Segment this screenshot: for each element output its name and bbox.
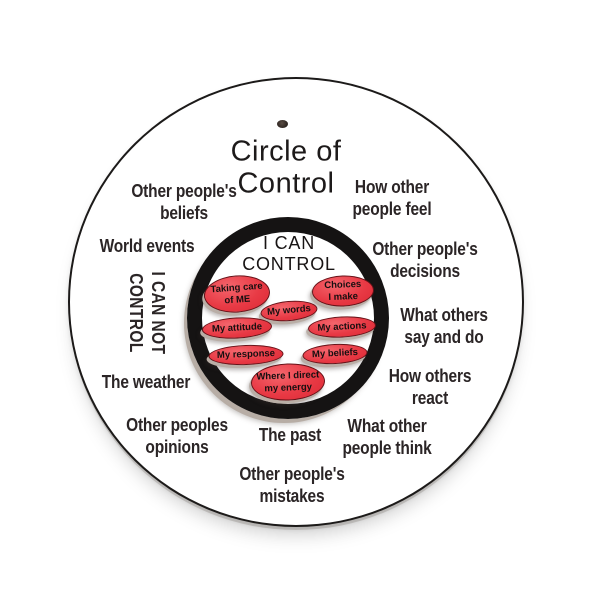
- label-other-peoples-beliefs: Other people's beliefs: [131, 181, 237, 223]
- label-other-peoples-mistakes: Other people's mistakes: [239, 464, 345, 506]
- board-title: Circle of Control: [230, 135, 342, 200]
- label-how-others-react: How others react: [388, 366, 472, 408]
- label-world-events: World events: [99, 236, 195, 257]
- label-the-past: The past: [258, 425, 322, 446]
- label-i-can-not-control: I CAN NOT CONTROL: [126, 271, 168, 355]
- label-how-other-people-feel: How other people feel: [352, 177, 432, 219]
- label-the-weather: The weather: [101, 372, 191, 393]
- inner-circle-heading: I CAN CONTROL: [242, 232, 336, 274]
- label-other-peoples-opinions: Other peoples opinions: [126, 415, 228, 457]
- label-what-other-people-think: What other people think: [342, 416, 432, 458]
- hanging-hole: [277, 120, 288, 128]
- label-what-others-say-and-do: What others say and do: [400, 305, 488, 347]
- label-other-peoples-decisions: Other people's decisions: [372, 239, 478, 281]
